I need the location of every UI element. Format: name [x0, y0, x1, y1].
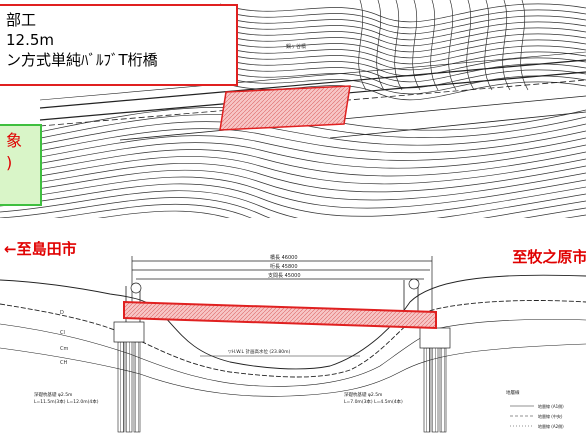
length-dimension-1: 橋長 46000 — [270, 254, 298, 261]
terrain-contours — [0, 0, 586, 218]
bridge-info-callout: 部工 12.5m ン方式単純ﾊﾞﾙﾌﾞT桁橋 — [0, 4, 238, 86]
stratum-label-0: D — [60, 310, 64, 316]
callout-line-3: ン方式単純ﾊﾞﾙﾌﾞT桁橋 — [6, 51, 158, 69]
legend-title: 地層線 — [506, 389, 520, 396]
foundation-right-sub: L=7.0m(3本) L=4.5m(4本) — [344, 398, 403, 405]
stratum-label-1: Cl — [60, 330, 65, 336]
place-label: 鍋ヶ谷橋 — [286, 43, 306, 50]
bearing-marker-left — [130, 282, 142, 294]
direction-left-label: ←至島田市 — [4, 240, 77, 258]
plan-view-drawing: 鍋ヶ谷橋 部工 12.5m ン方式単純ﾊﾞﾙﾌﾞT桁橋 象 ) — [0, 0, 586, 218]
legend-item-2: 地層線 (中央) — [538, 413, 563, 419]
foundation-left-label: 深礎杭基礎 φ2.5m — [34, 391, 72, 398]
callout-line-1: 部工 — [6, 11, 37, 29]
callout-line-2: 12.5m — [6, 31, 55, 49]
legend-item-1: 地層線 (A1側) — [538, 403, 564, 409]
green-note-line-1: 象 — [6, 131, 23, 150]
profile-view-drawing: 橋長 46000 桁長 45800 支間長 45000 D Cl Cm CH ▽… — [0, 232, 586, 434]
plan-view-svg: 鍋ヶ谷橋 — [0, 0, 586, 218]
ground-profile — [0, 274, 586, 397]
target-note-box: 象 ) — [0, 124, 42, 206]
stratum-label-2: Cm — [60, 346, 68, 352]
girder-highlight-profile — [123, 300, 437, 330]
profile-view-svg: 橋長 46000 桁長 45800 支間長 45000 D Cl Cm CH ▽… — [0, 254, 586, 433]
strata-legend: 地層線 地層線 (A1側) 地層線 (中央) 地層線 (A2側) — [506, 389, 564, 429]
pile-foundation-left — [113, 321, 145, 433]
stratum-label-3: CH — [60, 360, 67, 366]
hwl-label: ▽H.W.L 計画高水位 (23.80m) — [228, 348, 290, 355]
length-dimension-2: 桁長 45800 — [270, 263, 298, 270]
pile-foundation-right — [419, 327, 451, 433]
foundation-right-label: 深礎杭基礎 φ2.5m — [344, 391, 382, 398]
green-note-line-2: ) — [6, 153, 13, 172]
bridge-highlight-plan — [219, 85, 351, 131]
bearing-marker-right — [408, 278, 420, 290]
direction-right-label: 至牧之原市→ — [512, 248, 586, 266]
legend-item-3: 地層線 (A2側) — [538, 423, 564, 429]
length-dimension-3: 支間長 45000 — [268, 272, 301, 279]
foundation-left-sub: L=11.5m(3本) L=12.0m(4本) — [34, 398, 99, 405]
